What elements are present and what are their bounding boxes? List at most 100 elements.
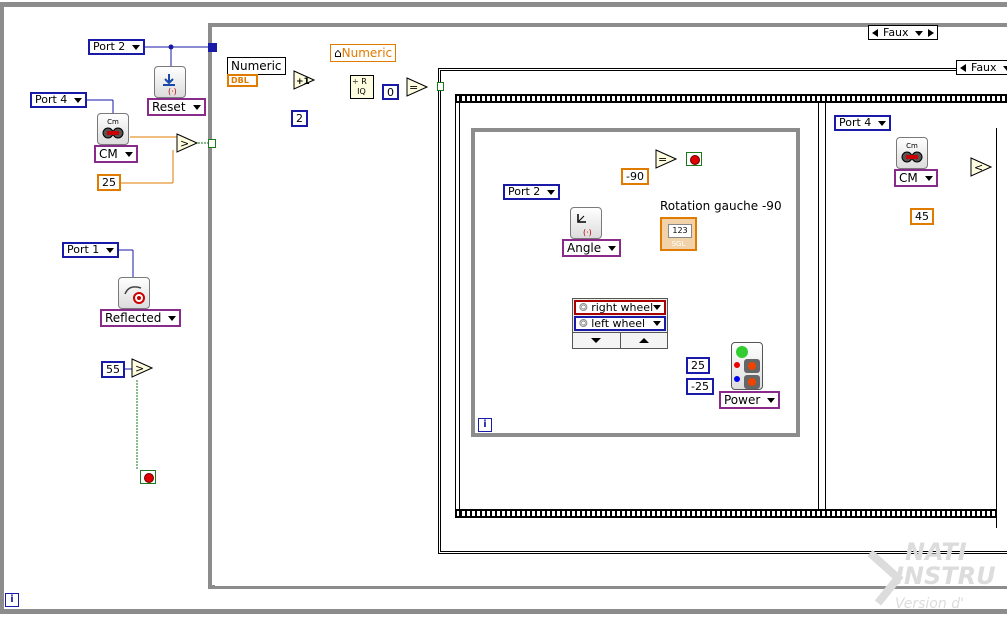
stop-indicator-left[interactable]: [140, 470, 156, 484]
indicator-type: SGL: [671, 240, 686, 248]
const-45[interactable]: 45: [910, 208, 934, 225]
rotation-indicator: 123 SGL: [660, 217, 697, 251]
chevron-down-icon: [608, 246, 617, 251]
port2-constant[interactable]: Port 2: [88, 39, 146, 55]
inner-case-selector-label: Faux: [971, 61, 997, 74]
angle-enum[interactable]: Angle: [562, 239, 622, 257]
port1-constant[interactable]: Port 1: [62, 242, 120, 258]
const-0[interactable]: 0: [382, 84, 399, 100]
cm-enum[interactable]: CM: [94, 145, 138, 163]
outer-iteration-terminal: i: [5, 593, 19, 607]
sequence-left-edge: [455, 94, 460, 518]
greater-than-comparator[interactable]: >: [176, 133, 199, 153]
sequence-film-bottom: [455, 509, 1007, 518]
equal-comparator[interactable]: =: [406, 77, 429, 97]
const-25-power[interactable]: 25: [686, 357, 710, 374]
right-ultrasonic-vi[interactable]: Cm: [896, 137, 928, 169]
greater-than-icon: >: [176, 133, 199, 153]
dbl-badge: DBL: [231, 76, 249, 85]
rotation-indicator-label: Rotation gauche -90: [660, 199, 782, 213]
reset-enum-label: Reset: [152, 100, 186, 114]
ultrasonic-sensor-icon: [102, 127, 124, 139]
arrow-right-icon: [928, 29, 935, 37]
chevron-down-icon: [192, 105, 201, 110]
ni-watermark-line3: Version d': [895, 596, 964, 612]
right-wheel-item[interactable]: ⭗ right wheel: [574, 300, 666, 315]
quotient-remainder-node[interactable]: ÷ R IQ: [350, 75, 374, 99]
reset-enum[interactable]: Reset: [147, 98, 206, 116]
increment-icon: +1: [293, 70, 316, 90]
chevron-down-icon: [878, 121, 887, 126]
chevron-down-icon: [168, 316, 177, 321]
motor-power-vi[interactable]: [731, 342, 763, 390]
left-wheel-item[interactable]: ⭗ left wheel: [574, 316, 666, 331]
chevron-down-icon: [132, 45, 141, 50]
right-port4-constant[interactable]: Port 4: [834, 115, 892, 131]
stop-indicator-inner[interactable]: [686, 152, 702, 166]
sequence-divider: [818, 103, 826, 509]
const-2[interactable]: 2: [291, 110, 308, 127]
right-wheel-label: right wheel: [591, 301, 654, 314]
quotient-remainder-icon: ÷ R IQ: [352, 77, 367, 96]
const-minus25-power[interactable]: -25: [686, 378, 714, 395]
const-55[interactable]: 55: [101, 361, 125, 378]
port2-tunnel: [208, 43, 217, 52]
right-cm-enum[interactable]: CM: [894, 169, 938, 187]
ni-eagle-logo: [868, 550, 904, 606]
house-icon: ⌂: [334, 46, 342, 60]
svg-text:=: =: [658, 153, 667, 166]
outer-case-selector[interactable]: Faux: [868, 25, 939, 40]
triangle-up-icon: [638, 338, 649, 343]
svg-text:>: >: [180, 137, 189, 150]
inner-case-selector[interactable]: Faux: [956, 60, 1007, 75]
equal-icon: =: [406, 77, 429, 97]
light-sensor-vi[interactable]: [118, 277, 150, 309]
triangle-down-icon: [591, 338, 602, 343]
power-enum-label: Power: [724, 393, 761, 407]
const-25[interactable]: 25: [97, 174, 121, 191]
arrow-left-icon: [960, 64, 966, 72]
motor-icon: [734, 346, 760, 389]
inner-port2-label: Port 2: [508, 185, 541, 198]
numeric-local-variable[interactable]: ⌂Numeric: [330, 44, 397, 62]
reflected-enum-label: Reflected: [105, 311, 162, 325]
array-increment-button[interactable]: [620, 333, 667, 348]
port4-constant[interactable]: Port 4: [30, 92, 88, 108]
svg-text:>: >: [135, 362, 144, 375]
chevron-down-icon: [1003, 65, 1007, 71]
increment-node[interactable]: +1: [293, 70, 316, 90]
numeric-shift-label: Numeric: [227, 57, 286, 75]
dbl-control[interactable]: DBL: [227, 74, 258, 87]
right-cm-enum-label: CM: [899, 171, 918, 185]
ultrasonic-sensor-icon: [901, 151, 923, 163]
wheel-icon: ⭗: [579, 301, 588, 314]
chevron-down-icon: [915, 30, 924, 36]
outer-case-selector-label: Faux: [883, 26, 909, 39]
wheel-array-constant[interactable]: ⭗ right wheel ⭗ left wheel: [572, 298, 668, 349]
inner-port2-constant[interactable]: Port 2: [503, 184, 561, 200]
less-than-comparator[interactable]: <: [970, 157, 993, 177]
equal-icon: =: [655, 149, 678, 169]
wheel-icon: ⭗: [579, 317, 588, 330]
ultrasonic-vi[interactable]: Cm: [97, 113, 129, 145]
power-enum[interactable]: Power: [719, 391, 781, 409]
reset-rotation-vi[interactable]: (·): [154, 66, 186, 98]
greater-than-comparator-light[interactable]: >: [131, 358, 154, 378]
const-minus90[interactable]: -90: [621, 168, 649, 185]
greater-than-icon: >: [131, 358, 154, 378]
reflected-enum[interactable]: Reflected: [100, 309, 182, 327]
angle-enum-label: Angle: [567, 241, 602, 255]
inner-while-loop: [471, 128, 800, 437]
inner-iteration-terminal: i: [478, 418, 492, 432]
array-decrement-button[interactable]: [573, 333, 621, 348]
right-port4-label: Port 4: [839, 116, 872, 129]
chevron-down-icon: [547, 190, 556, 195]
svg-text:+1: +1: [296, 77, 310, 87]
svg-text:(·): (·): [583, 228, 592, 237]
indicator-value: 123: [668, 224, 692, 238]
left-wheel-label: left wheel: [591, 317, 646, 330]
cm-enum-label: CM: [99, 147, 118, 161]
rotation-sensor-vi[interactable]: (·): [570, 207, 602, 239]
rotation-sensor-icon: (·): [577, 214, 592, 237]
equal-comparator-angle[interactable]: =: [655, 149, 678, 169]
